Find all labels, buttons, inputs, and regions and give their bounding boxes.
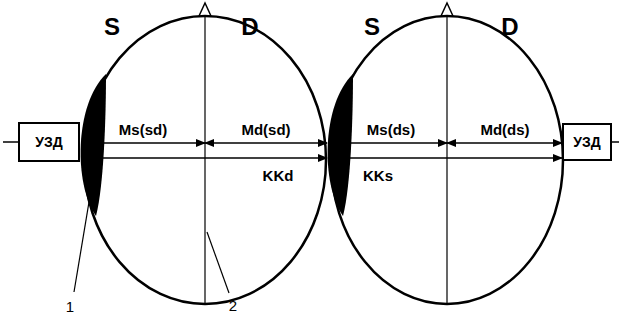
oval-outline xyxy=(330,15,564,305)
side-letter: S xyxy=(104,15,120,39)
dimension-label: Ms(ds) xyxy=(367,122,415,137)
probe-cable xyxy=(3,141,18,143)
leader-line xyxy=(207,232,229,293)
dimension-label: Md(sd) xyxy=(241,122,290,137)
side-letter: D xyxy=(501,15,518,39)
probe-label: УЗД xyxy=(573,134,600,150)
oval-outline xyxy=(84,16,326,304)
leader-line xyxy=(74,196,90,292)
dimension-label: Ms(sd) xyxy=(119,122,167,137)
dimension-arrow xyxy=(83,142,205,144)
dimension-label: Md(ds) xyxy=(480,122,529,137)
dimension-arrow xyxy=(447,142,562,144)
head-outline: S D Ms(ds) Md(ds) KKs xyxy=(330,15,564,305)
dimension-arrow xyxy=(205,142,327,144)
probe-label: УЗД xyxy=(35,134,62,150)
callout-number: 2 xyxy=(229,298,237,313)
dimension-arrow xyxy=(83,157,327,159)
dimension-label: KKd xyxy=(263,168,294,183)
side-letter: D xyxy=(241,15,258,39)
side-letter: S xyxy=(364,15,380,39)
oval-outline xyxy=(331,16,563,304)
midline xyxy=(446,15,447,305)
callout-number: 1 xyxy=(66,299,74,314)
nose-mark xyxy=(441,3,453,16)
midline xyxy=(204,15,205,305)
probe-box: УЗД xyxy=(18,122,80,162)
dimension-arrow xyxy=(332,142,447,144)
nose-mark xyxy=(199,3,211,16)
probe-box: УЗД xyxy=(562,123,612,161)
head-outline: S D Ms(sd) Md(sd) KKd xyxy=(83,15,327,305)
dimension-label: KKs xyxy=(363,168,393,183)
oval-outline xyxy=(83,15,327,305)
probe-cable xyxy=(612,141,619,143)
dimension-arrow xyxy=(332,157,562,159)
